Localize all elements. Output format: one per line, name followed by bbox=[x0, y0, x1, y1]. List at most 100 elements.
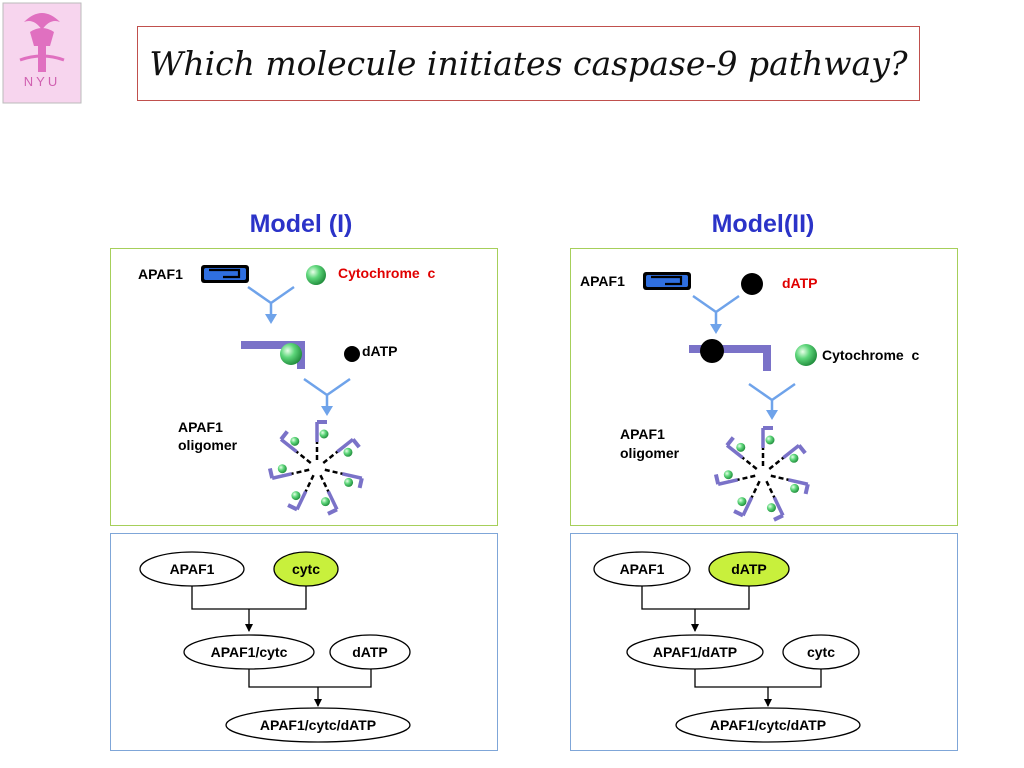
model-1-datp-label: dATP bbox=[362, 343, 398, 359]
logo-icon: NYU bbox=[2, 2, 82, 104]
cytochrome-c-icon bbox=[795, 344, 817, 366]
page-title: Which molecule initiates caspase-9 pathw… bbox=[149, 44, 908, 83]
oligomer-arm bbox=[326, 490, 339, 511]
oligomer-spoke bbox=[768, 455, 786, 470]
flow-node-apaf1-cytc-datp: APAF1/cytc/dATP bbox=[225, 707, 411, 743]
y-arrow-icon bbox=[748, 382, 796, 420]
oligomer-cytochrome-c bbox=[766, 503, 776, 513]
model-2-heading: Model(II) bbox=[711, 210, 815, 238]
oligomer-arm bbox=[787, 478, 809, 486]
model-1-panel bbox=[110, 248, 498, 526]
model-1-flowchart: APAF1 cytc APAF1/cytc dATP APAF1/cytc/dA… bbox=[139, 551, 411, 743]
oligomer-spoke bbox=[749, 480, 761, 500]
cytochrome-c-icon bbox=[306, 265, 326, 285]
model-2-apaf1-label: APAF1 bbox=[580, 273, 625, 289]
oligomer-cytochrome-c bbox=[319, 429, 329, 439]
apaf1-cytc-complex-icon bbox=[241, 341, 305, 369]
title-box: Which molecule initiates caspase-9 pathw… bbox=[137, 26, 920, 101]
model-2-flow-panel: APAF1 dATP APAF1/dATP cytc APAF1/cytc/dA… bbox=[570, 533, 958, 751]
logo-text: NYU bbox=[24, 74, 60, 89]
flow-node-cytc: cytc bbox=[782, 634, 860, 670]
oligomer-arm bbox=[336, 437, 355, 454]
oligomer-spoke bbox=[735, 474, 756, 482]
apaf1-datp-complex-icon bbox=[689, 339, 771, 371]
oligomer-cytochrome-c bbox=[344, 477, 354, 487]
oligomer-arm bbox=[279, 437, 298, 454]
model-2-datp-label: dATP bbox=[782, 275, 818, 291]
model-2-cytochrome-label: Cytochrome c bbox=[822, 347, 920, 363]
datp-icon bbox=[344, 346, 360, 362]
oligomer-cytochrome-c bbox=[790, 483, 800, 493]
flow-node-apaf1-cytc: APAF1/cytc bbox=[183, 634, 315, 670]
oligomer-icon bbox=[713, 426, 810, 522]
svg-text:APAF1/cytc/dATP: APAF1/cytc/dATP bbox=[710, 717, 826, 733]
oligomer-spoke bbox=[294, 449, 312, 464]
oligomer-spoke bbox=[289, 468, 310, 476]
oligomer-arm-hook bbox=[279, 430, 289, 441]
oligomer-arm bbox=[725, 443, 744, 460]
oligomer-cytochrome-c bbox=[765, 435, 775, 445]
model-1-apaf1-label: APAF1 bbox=[138, 266, 183, 282]
model-2-oligomer-label-line2: oligomer bbox=[620, 445, 680, 461]
model-2-flowchart: APAF1 dATP APAF1/dATP cytc APAF1/cytc/dA… bbox=[593, 551, 861, 743]
svg-text:cytc: cytc bbox=[292, 561, 320, 577]
svg-text:APAF1/cytc: APAF1/cytc bbox=[211, 644, 288, 660]
logo: NYU bbox=[2, 2, 82, 104]
oligomer-arm bbox=[271, 472, 293, 480]
y-arrow-icon bbox=[303, 377, 351, 416]
flow-node-apaf1-datp: APAF1/dATP bbox=[626, 634, 764, 670]
model-1-illustration bbox=[201, 265, 364, 516]
oligomer-icon bbox=[267, 420, 364, 516]
y-arrow-icon bbox=[247, 285, 295, 324]
oligomer-cytochrome-c bbox=[343, 447, 353, 457]
model-1-flow-panel: APAF1 cytc APAF1/cytc dATP APAF1/cytc/dA… bbox=[110, 533, 498, 751]
apaf1-protein-icon bbox=[643, 272, 691, 290]
flow-node-datp: dATP bbox=[708, 551, 790, 587]
svg-text:cytc: cytc bbox=[807, 644, 835, 660]
oligomer-arm-hook bbox=[803, 483, 810, 495]
svg-text:dATP: dATP bbox=[731, 561, 767, 577]
oligomer-spoke bbox=[319, 474, 331, 494]
oligomer-cytochrome-c bbox=[290, 436, 300, 446]
oligomer-arm-hook bbox=[733, 509, 744, 518]
oligomer-arm-hook bbox=[357, 477, 364, 489]
oligomer-arm bbox=[295, 490, 308, 511]
model-1-oligomer-label-line1: APAF1 bbox=[178, 419, 223, 435]
flow-node-apaf1: APAF1 bbox=[139, 551, 245, 587]
flow-node-datp: dATP bbox=[329, 634, 411, 670]
oligomer-arm bbox=[782, 443, 801, 460]
model-2-oligomer-label-line1: APAF1 bbox=[620, 426, 665, 442]
oligomer-arm-hook bbox=[773, 513, 784, 522]
model-2-panel bbox=[570, 248, 958, 526]
oligomer-cytochrome-c bbox=[723, 470, 733, 480]
oligomer-spoke bbox=[765, 480, 777, 500]
oligomer-cytochrome-c bbox=[320, 497, 330, 507]
oligomer-arm-hook bbox=[287, 503, 298, 512]
apaf1-protein-icon bbox=[201, 265, 249, 283]
oligomer-spoke bbox=[740, 455, 758, 470]
flow-node-apaf1-cytc-datp: APAF1/cytc/dATP bbox=[675, 707, 861, 743]
oligomer-arm-hook bbox=[327, 507, 338, 516]
model-1-cytochrome-label: Cytochrome c bbox=[338, 265, 436, 281]
oligomer-spoke bbox=[322, 449, 340, 464]
flow-node-apaf1: APAF1 bbox=[593, 551, 691, 587]
oligomer-arm bbox=[741, 496, 754, 517]
oligomer-spoke bbox=[770, 474, 791, 482]
svg-text:APAF1/dATP: APAF1/dATP bbox=[653, 644, 737, 660]
model-1-oligomer-label-line2: oligomer bbox=[178, 437, 238, 453]
svg-text:APAF1/cytc/dATP: APAF1/cytc/dATP bbox=[260, 717, 376, 733]
oligomer-arm-hook bbox=[267, 468, 275, 479]
oligomer-cytochrome-c bbox=[291, 491, 301, 501]
oligomer-arm-hook bbox=[725, 436, 735, 447]
oligomer-spoke bbox=[324, 468, 345, 476]
oligomer-arm bbox=[772, 496, 785, 517]
svg-text:dATP: dATP bbox=[352, 644, 388, 660]
oligomer-spoke bbox=[303, 474, 315, 494]
datp-icon bbox=[741, 273, 763, 295]
model-2-illustration bbox=[643, 272, 817, 522]
oligomer-cytochrome-c bbox=[277, 464, 287, 474]
oligomer-arm bbox=[341, 472, 363, 480]
oligomer-cytochrome-c bbox=[789, 453, 799, 463]
svg-text:APAF1: APAF1 bbox=[620, 561, 665, 577]
svg-text:APAF1: APAF1 bbox=[170, 561, 215, 577]
